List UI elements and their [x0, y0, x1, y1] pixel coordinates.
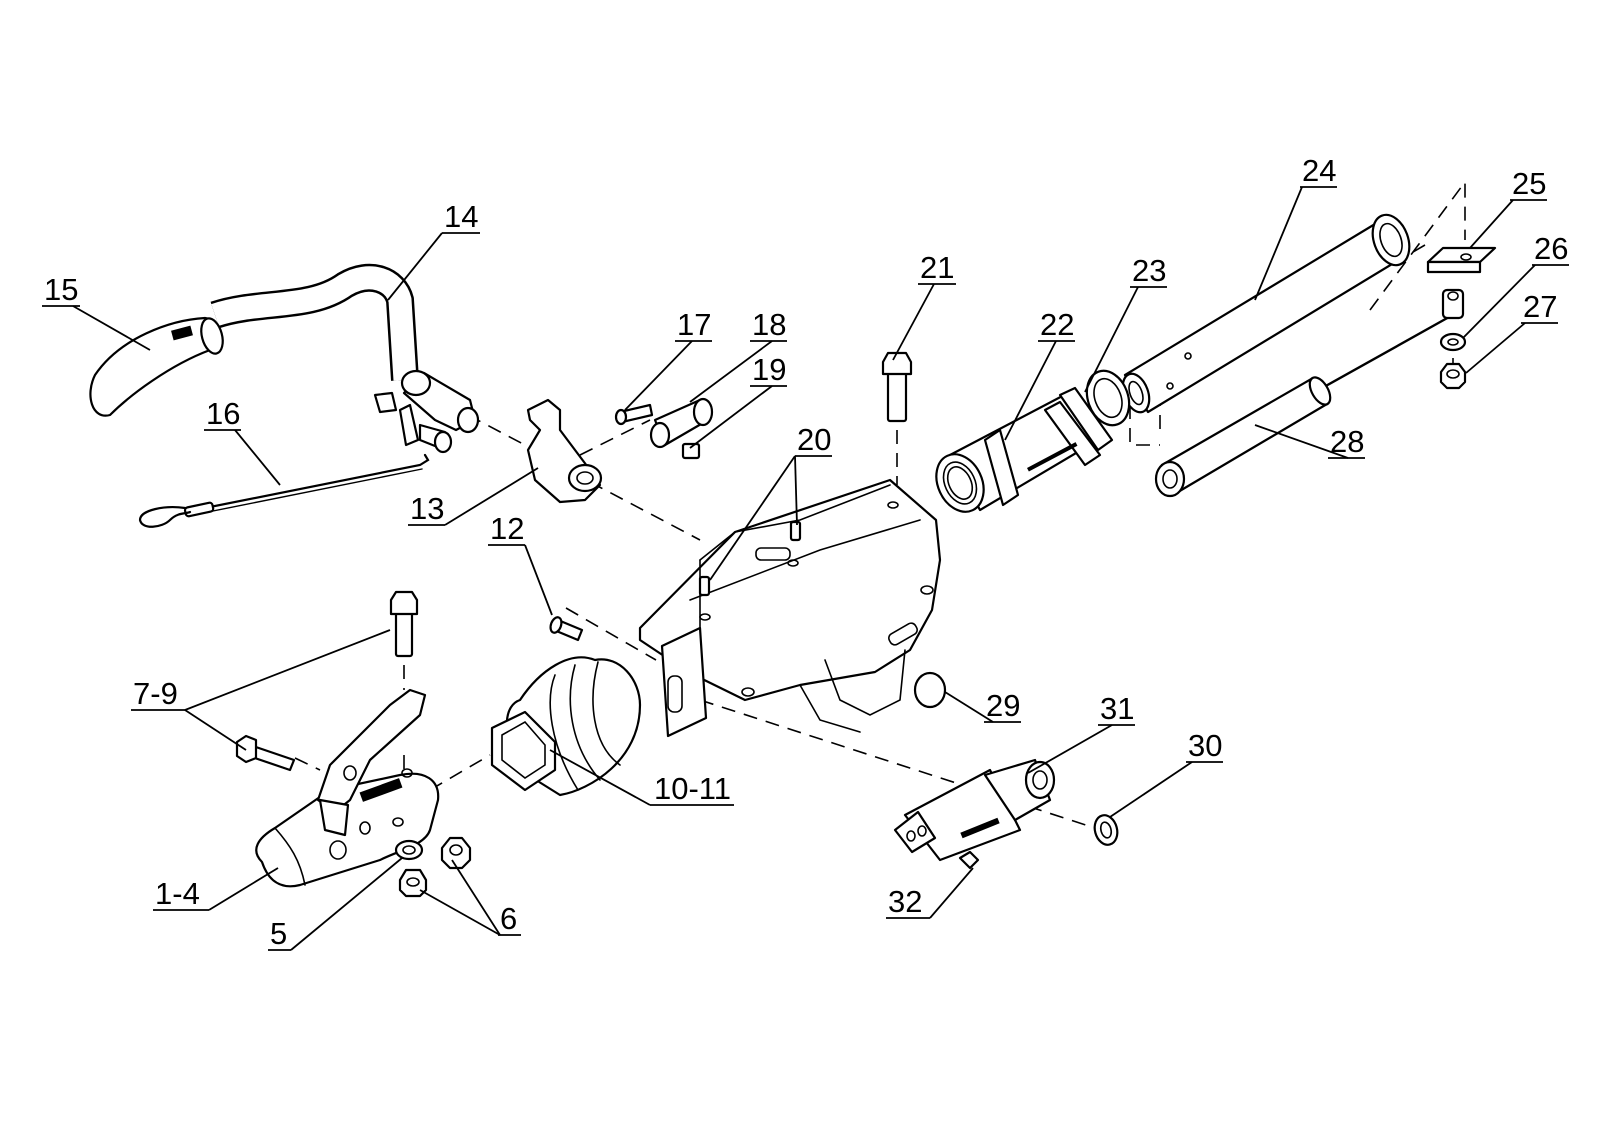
- part-23-seal: [1085, 369, 1131, 427]
- label-16: 16: [206, 396, 240, 431]
- part-7-9-bolts: [235, 590, 419, 772]
- label-20: 20: [797, 422, 831, 457]
- part-12-bolt: [549, 616, 584, 642]
- part-17-19-bracket: [614, 397, 714, 460]
- label-25: 25: [1512, 166, 1546, 201]
- part-25-plate: [1426, 246, 1497, 274]
- label-12: 12: [490, 511, 524, 546]
- label-29: 29: [986, 688, 1020, 723]
- part-13-lever: [526, 398, 603, 504]
- part-31-shock: [893, 758, 1056, 862]
- label-10-11: 10-11: [654, 771, 731, 806]
- part-14-handle: [210, 263, 480, 454]
- label-23: 23: [1132, 253, 1166, 288]
- label-31: 31: [1100, 691, 1134, 726]
- leader-lines: [72, 186, 1536, 951]
- part-30-32-washers: [958, 814, 1119, 870]
- part-1-4-coupling: [255, 688, 440, 888]
- label-14: 14: [444, 199, 478, 234]
- part-16-cable: [138, 453, 430, 528]
- part-20-grease-nipples: [698, 520, 802, 597]
- label-17: 17: [677, 307, 711, 342]
- part-15-grip: [89, 316, 224, 417]
- label-7-9: 7-9: [133, 676, 178, 711]
- part-24-tube: [1121, 213, 1411, 414]
- main-housing: [638, 478, 942, 738]
- label-15: 15: [44, 272, 78, 307]
- part-10-11-bellows: [490, 656, 642, 797]
- label-19: 19: [752, 352, 786, 387]
- label-5: 5: [270, 916, 287, 951]
- part-5-6-nuts: [394, 836, 472, 898]
- label-1-4: 1-4: [155, 876, 200, 911]
- part-labels: 1-4 5 6 7-9 10-11 12 13 14 15 16 17 18 1…: [42, 153, 1569, 951]
- label-6: 6: [500, 901, 517, 936]
- part-28-damper: [1154, 310, 1460, 498]
- label-21: 21: [920, 250, 954, 285]
- label-28: 28: [1330, 424, 1364, 459]
- part-26-27-hardware: [1439, 288, 1467, 390]
- label-27: 27: [1523, 289, 1557, 324]
- label-13: 13: [410, 491, 444, 526]
- label-30: 30: [1188, 728, 1222, 763]
- label-24: 24: [1302, 153, 1336, 188]
- label-32: 32: [888, 884, 922, 919]
- label-18: 18: [752, 307, 786, 342]
- part-22-bearing: [935, 386, 1114, 513]
- label-26: 26: [1534, 231, 1568, 266]
- part-21-bolt: [881, 351, 913, 423]
- label-22: 22: [1040, 307, 1074, 342]
- part-29-ring: [913, 671, 947, 709]
